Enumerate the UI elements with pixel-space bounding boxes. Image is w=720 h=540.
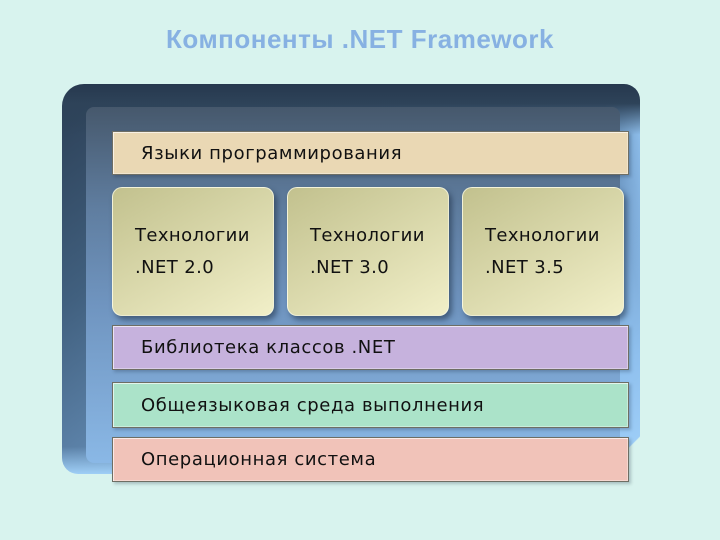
slide-title: Компоненты .NET Framework [166, 24, 554, 54]
class-library-bar-label: Библиотека классов .NET [141, 337, 396, 358]
tech-box-title: Технологии [485, 224, 600, 246]
tech-box-version: .NET 2.0 [135, 256, 215, 278]
operating-system-bar: Операционная система [112, 437, 629, 482]
tech-box-net-30: Технологии .NET 3.0 [287, 187, 449, 316]
framework-diagram-body: Языки программирования Технологии .NET 2… [86, 107, 629, 482]
operating-system-bar-label: Операционная система [141, 449, 377, 470]
framework-diagram-frame: Языки программирования Технологии .NET 2… [62, 84, 640, 482]
class-library-bar: Библиотека классов .NET [112, 325, 629, 370]
common-language-runtime-bar-label: Общеязыковая среда выполнения [141, 394, 485, 416]
tech-box-net-20: Технологии .NET 2.0 [112, 187, 274, 316]
tech-box-title: Технологии [135, 224, 250, 246]
languages-bar-label: Языки программирования [141, 142, 403, 164]
tech-box-title: Технологии [310, 224, 425, 246]
languages-bar: Языки программирования [112, 131, 629, 175]
tech-box-version: .NET 3.0 [310, 256, 390, 278]
common-language-runtime-bar: Общеязыковая среда выполнения [112, 382, 629, 428]
tech-box-version: .NET 3.5 [485, 256, 565, 278]
tech-box-net-35: Технологии .NET 3.5 [462, 187, 624, 316]
